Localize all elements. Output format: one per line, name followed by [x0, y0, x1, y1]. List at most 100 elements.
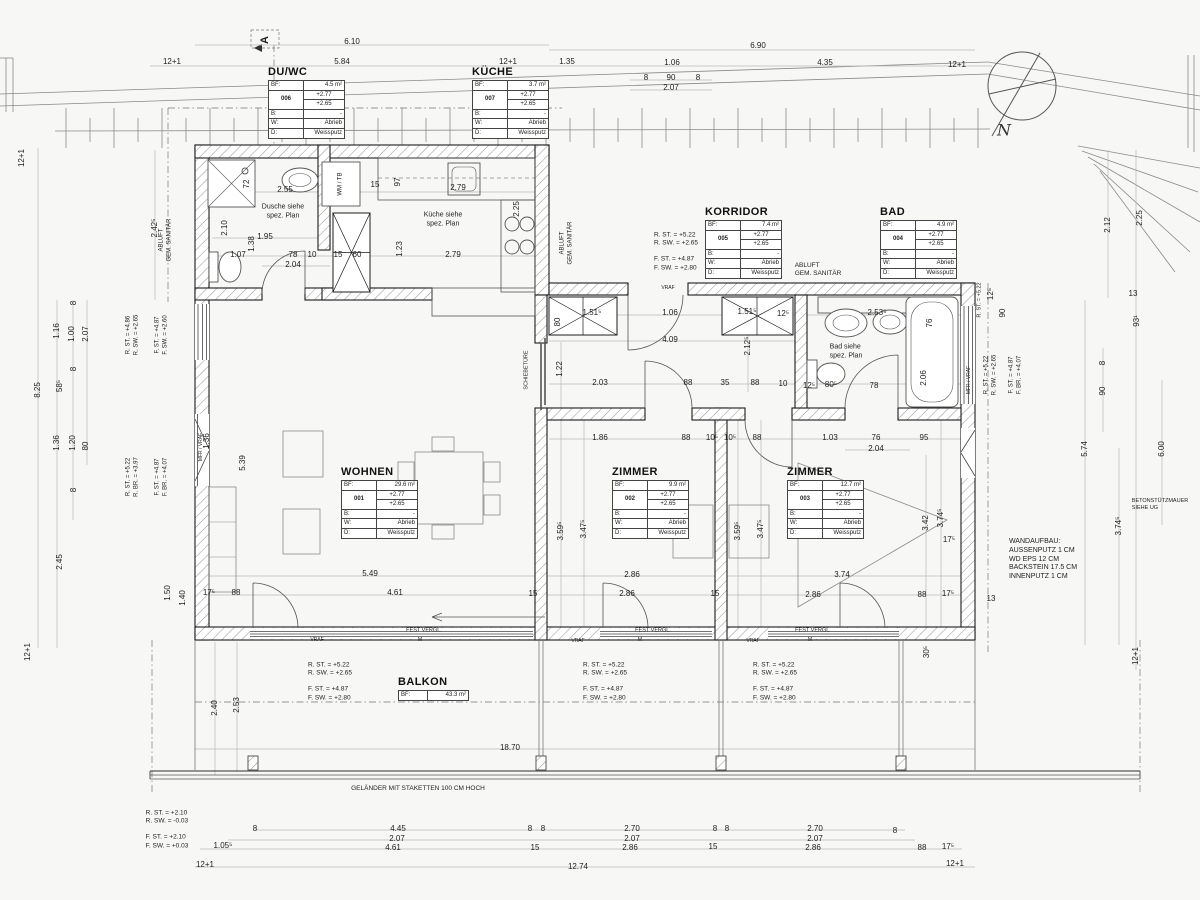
room-info-cell: W: [341, 518, 377, 529]
dimension-label: 95 [919, 433, 929, 442]
room-info-cell: +2.65 [647, 499, 689, 510]
dimension-label: 1.05⁵ [213, 841, 233, 850]
dimension-label: 17⁵ [941, 589, 955, 598]
dimension-label: 1.22 [555, 361, 564, 377]
dimension-label: 2.07 [389, 834, 405, 843]
dimension-label: 1.86 [592, 433, 608, 442]
dimension-label: 8 [643, 73, 649, 82]
dimension-label: 2.12 [1103, 217, 1112, 233]
room-info-cell: W: [472, 118, 508, 129]
room-info-cell: +2.65 [507, 99, 549, 110]
annotation-label: M [637, 636, 643, 643]
section-arrow-icon [254, 44, 262, 52]
room-info-cell: +2.65 [822, 499, 864, 510]
annotation-label: R. ST. = +5.22 R. SW. = +2.65 F. ST. = +… [307, 661, 353, 702]
dimension-label: 10 [307, 250, 317, 259]
dimension-label: 3.59⁵ [733, 521, 742, 541]
room-info-cell: 3.7 m² [507, 80, 549, 91]
dimension-label: 2.07 [663, 83, 679, 92]
dimension-label: 1.23 [395, 241, 404, 257]
room-info-cell: Weissputz [822, 527, 864, 539]
dimension-label: 8 [712, 824, 718, 833]
dimension-label: 4.45 [390, 824, 406, 833]
dimension-label: 12+1 [498, 57, 518, 66]
room-info-cell: D: [787, 527, 823, 539]
annotation-label: MFR / VRAF [965, 365, 972, 395]
room-info-cell: 4.5 m² [303, 80, 345, 91]
room-info-cell: B: [705, 248, 741, 260]
room-name: BAD [880, 206, 906, 218]
dimension-label: 8 [695, 73, 701, 82]
balcony [149, 640, 1141, 780]
room-info-cell: 005 [705, 229, 741, 250]
dimension-label: 8 [69, 300, 78, 306]
dimension-label: 1.36 [202, 433, 211, 449]
room-info-cell: - [376, 508, 418, 520]
dimension-label: 17⁵ [202, 588, 216, 597]
dimension-label: 90 [998, 308, 1007, 318]
room-info-cell: BF: [268, 80, 304, 91]
room-info-cell: - [507, 108, 549, 120]
annotation-label: F. ST. = +4.87 F. BR. = +4.07 [154, 457, 169, 497]
dimension-label: 12+1 [1131, 646, 1140, 666]
north-label: N [997, 120, 1011, 140]
dimension-label: 1.36 [52, 435, 61, 451]
annotation-label: VRAF [310, 636, 324, 643]
annotation-label: VRAF [746, 637, 760, 644]
room-info-cell: Weissputz [915, 267, 957, 279]
room-info-cell: +2.65 [376, 499, 418, 510]
dimension-label: 6.00 [1157, 441, 1166, 457]
dimension-label: 2.07 [81, 326, 90, 342]
dimension-label: 2.10 [220, 220, 229, 236]
room-info-cell: D: [341, 527, 377, 539]
room-info-cell: - [822, 508, 864, 520]
dimension-label: 2.79 [445, 250, 461, 259]
dimension-label: 2.70 [624, 824, 640, 833]
annotation-label: R. ST. = +5.22 R. SW. = +2.65 F. ST. = +… [582, 661, 628, 702]
dimension-label: 78 [288, 250, 298, 259]
dimension-label: 4.61 [387, 588, 403, 597]
dimension-label: 10⁵ [705, 433, 719, 442]
room-info-cell: 43.3 m² [427, 690, 469, 701]
room-info-cell: - [303, 108, 345, 120]
dimension-label: 1.40 [178, 590, 187, 606]
annotation-label: R. ST. = +5.22 R. BR. = +3.97 [125, 457, 140, 497]
section-marker-box [250, 29, 280, 49]
dimension-label: 88 [917, 590, 927, 599]
room-info-cell: B: [880, 248, 916, 260]
room-info-cell: D: [705, 267, 741, 279]
dimension-label: 13 [986, 594, 996, 603]
dimension-label: 1.06 [662, 308, 678, 317]
dimension-label: 1.51⁵ [737, 307, 757, 316]
room-info-cell: +2.77 [507, 89, 549, 101]
room-info-cell: 007 [472, 89, 508, 110]
room-info-cell: 7.4 m² [740, 220, 782, 231]
room-info-cell: W: [787, 518, 823, 529]
dimension-label: 10 [778, 379, 788, 388]
dimension-label: 2.86 [619, 589, 635, 598]
dimension-label: 12+1 [23, 642, 32, 662]
room-info-cell: Weissputz [647, 527, 689, 539]
dimension-label: 2.55 [277, 185, 293, 194]
room-info-cell: +2.77 [822, 489, 864, 501]
room-info-cell: B: [341, 508, 377, 520]
dimension-label: 2.53 [232, 697, 241, 713]
room-info-cell: +2.77 [740, 229, 782, 241]
dimension-label: 17⁵ [942, 535, 956, 544]
dimension-label: 10⁵ [723, 433, 737, 442]
dimension-label: 2.06 [919, 370, 928, 386]
dimension-label: 12+1 [195, 860, 215, 869]
room-info-cell: D: [612, 527, 648, 539]
room-info-cell: B: [787, 508, 823, 520]
room-name: ZIMMER [787, 466, 833, 478]
dimension-label: 2.70 [807, 824, 823, 833]
annotation-label: Bad siehe spez. Plan [829, 343, 863, 359]
dimension-label: 88 [752, 433, 762, 442]
room-info-cell: D: [472, 127, 508, 139]
